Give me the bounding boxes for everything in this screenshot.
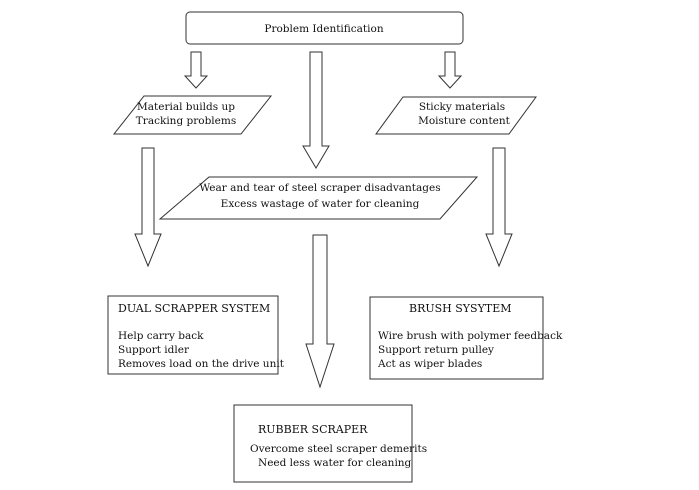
dual-scrapper-title: DUAL SCRAPPER SYSTEM [118, 302, 270, 315]
arrow-to-sticky [437, 51, 463, 89]
problem-identification-label: Problem Identification [264, 23, 383, 35]
brush-line-2: Support return pulley [378, 344, 494, 356]
material-buildup-box [112, 95, 273, 135]
arrow-to-brush [485, 147, 513, 268]
arrow-to-dual-scrapper [134, 147, 162, 268]
dual-line-3: Removes load on the drive unit [118, 358, 285, 370]
wear-and-tear-box [158, 176, 479, 220]
brush-line-1: Wire brush with polymer feedback [378, 330, 563, 342]
rubber-title: RUBBER SCRAPER [258, 423, 368, 436]
wear-line-1: Wear and tear of steel scraper disadvant… [199, 182, 440, 194]
arrow-to-material [183, 51, 209, 89]
dual-line-2: Support idler [118, 344, 190, 356]
brush-title: BRUSH SYSYTEM [409, 302, 512, 315]
rubber-scraper-box [233, 404, 413, 483]
dual-line-1: Help carry back [118, 330, 204, 342]
rubber-line-2: Need less water for cleaning [258, 457, 412, 469]
sticky-line-2: Moisture content [418, 115, 511, 127]
brush-line-3: Act as wiper blades [377, 358, 482, 370]
sticky-line-1: Sticky materials [419, 101, 505, 113]
rubber-line-1: Overcome steel scraper demerits [250, 443, 427, 455]
arrow-to-wear [302, 51, 330, 169]
brush-system-box [369, 296, 544, 380]
dual-scrapper-system-box [107, 295, 279, 375]
material-line-2: Tracking problems [136, 115, 236, 127]
arrow-to-rubber-scraper [305, 234, 335, 389]
sticky-materials-box [375, 96, 537, 135]
material-line-1: Material builds up [137, 101, 235, 113]
wear-line-2: Excess wastage of water for cleaning [221, 198, 420, 210]
problem-identification-box [185, 11, 464, 45]
